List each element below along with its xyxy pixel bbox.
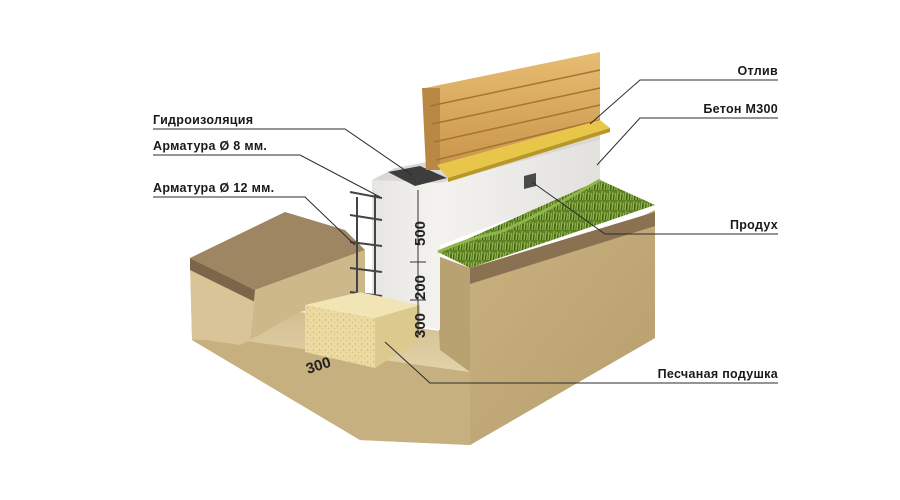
soil-lower-slab [192, 340, 470, 445]
rebar-cage [349, 191, 383, 302]
grass-edge [437, 178, 601, 254]
grass-patch [438, 180, 655, 268]
air-vent [524, 173, 536, 189]
label-beton: Бетон М300 [703, 102, 778, 116]
sand-cushion-side [375, 305, 420, 368]
trench-back-wall [250, 250, 365, 340]
right-embankment-face [435, 255, 470, 372]
timber-wall-face [425, 52, 600, 170]
sand-cushion-top [305, 292, 420, 318]
right-embankment-front [470, 212, 655, 445]
left-topsoil-top [190, 212, 365, 290]
sand-cushion-front [305, 305, 375, 368]
concrete-wall-long-face [440, 140, 600, 245]
timber-log-seams [429, 69, 601, 161]
concrete-wall-end-face [372, 180, 440, 330]
label-peschanaya: Песчаная подушка [658, 367, 779, 381]
label-otliv: Отлив [738, 64, 779, 78]
label-produkh: Продух [730, 218, 778, 232]
drip-edge-lip [448, 128, 610, 182]
dim-wall-height: 500 [412, 221, 429, 246]
label-armatura-8: Арматура Ø 8 мм. [153, 139, 267, 153]
callout-leaders [153, 79, 778, 384]
timber-wall-end [422, 88, 440, 170]
right-topsoil-strip [470, 212, 655, 284]
drip-edge [437, 120, 610, 178]
left-embankment-face [190, 258, 255, 345]
label-armatura-12: Арматура Ø 12 мм. [153, 181, 274, 195]
dim-depth-200: 200 [412, 275, 429, 300]
waterproofing-layer [388, 166, 447, 186]
left-topsoil-edge [190, 258, 255, 302]
label-gidroizolyatsiya: Гидроизоляция [153, 113, 253, 127]
dimension-lines [410, 190, 426, 338]
dim-depth-300: 300 [412, 313, 429, 338]
dim-cushion-width: 300 [304, 354, 333, 378]
